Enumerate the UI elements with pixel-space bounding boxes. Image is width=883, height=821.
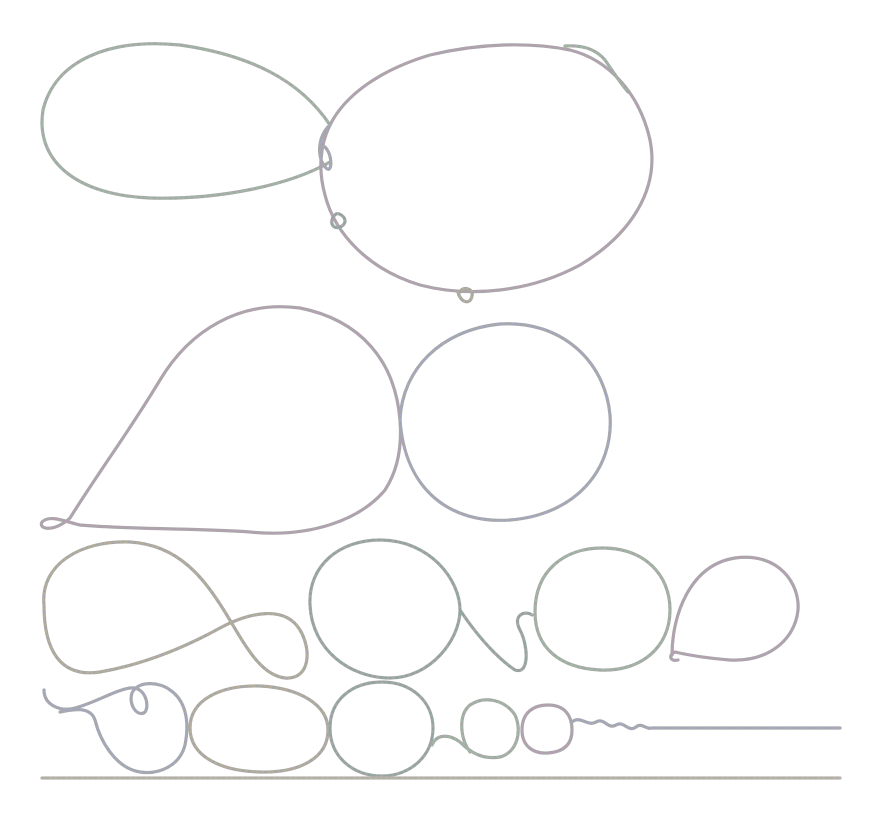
row1-large-loop-speckle (319, 43, 653, 293)
row4-circle-loop-speckle (328, 680, 435, 778)
row1-teardrop-loop (40, 42, 332, 200)
row4-coil-tail-speckle (570, 718, 842, 730)
row3-figure-eight-2-speckle (308, 538, 534, 680)
row4-squiggle-start-speckle (42, 682, 188, 774)
row2-teardrop-loop-speckle (40, 305, 402, 535)
row4-figure-eight-small (430, 698, 520, 760)
row3-figure-eight-1 (42, 540, 309, 680)
row1-upper-right-twist-speckle (563, 44, 630, 94)
row2-round-loop-speckle (398, 322, 612, 522)
row1-small-twist-lower-left-speckle (330, 212, 347, 229)
row3-circle-loop (533, 546, 672, 672)
row1-small-twist-bottom-speckle (456, 287, 474, 303)
row3-teardrop-loop-small-speckle (669, 556, 800, 662)
row4-tight-circle-speckle (520, 703, 574, 755)
row2-teardrop-loop (39, 305, 403, 535)
strand-layer (39, 42, 842, 780)
row1-small-twist-left-speckle (318, 123, 332, 171)
row1-teardrop-loop-speckle (40, 42, 332, 200)
row3-circle-loop-speckle (533, 546, 672, 672)
row3-figure-eight-1-speckle (42, 540, 309, 680)
row4-oval-loop-speckle (188, 684, 330, 774)
row4-figure-eight-small-speckle (430, 698, 520, 759)
row3-figure-eight-2 (308, 538, 534, 680)
